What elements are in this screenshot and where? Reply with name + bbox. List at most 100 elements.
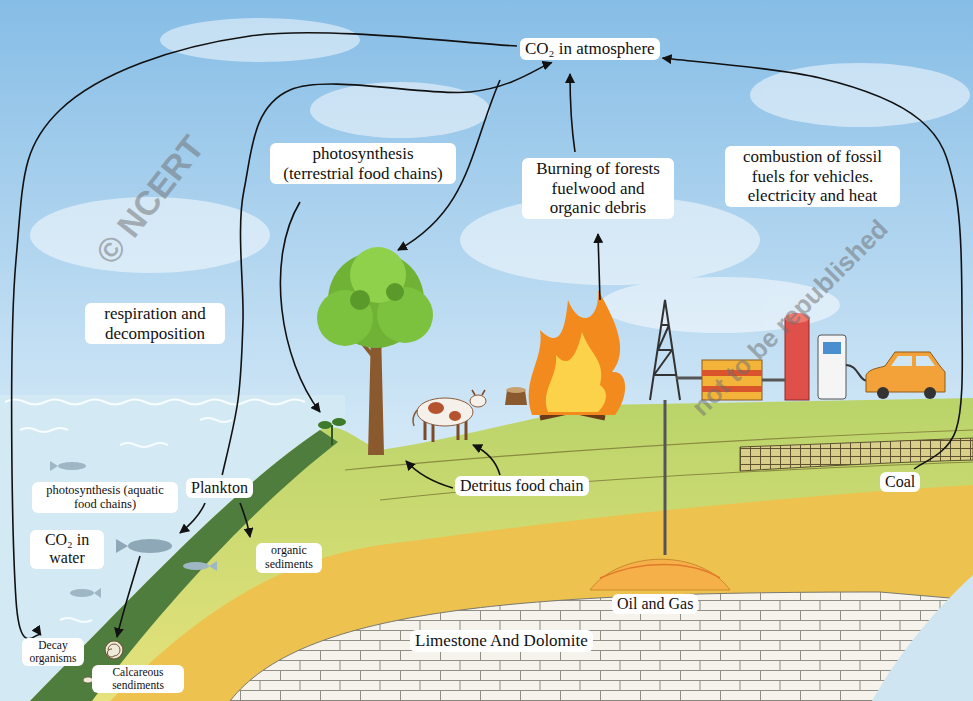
text-box: CO₂ in atmosphere bbox=[520, 38, 660, 60]
illustration-part bbox=[160, 18, 360, 62]
land bbox=[30, 398, 973, 701]
illustration-part bbox=[386, 283, 404, 301]
illustration-part bbox=[529, 290, 625, 415]
watermark: not to be republished bbox=[686, 214, 895, 423]
illustration-part bbox=[70, 589, 94, 597]
box-text: Coal bbox=[885, 473, 915, 491]
illustration-part bbox=[200, 418, 232, 422]
illustration-part bbox=[598, 234, 600, 300]
illustration-part bbox=[664, 400, 667, 555]
box-text: Detritus food chain bbox=[460, 477, 584, 495]
text-box: photosynthesis (aquatic food chains) bbox=[32, 482, 178, 513]
illustration-part bbox=[180, 503, 205, 533]
illustration-part bbox=[546, 332, 606, 412]
illustration-part bbox=[58, 462, 86, 470]
illustration-part bbox=[310, 82, 490, 138]
illustration-part bbox=[406, 461, 453, 488]
illustration-part bbox=[650, 300, 680, 400]
box-text: Limestone And Dolomite bbox=[415, 631, 588, 651]
illustration-part bbox=[240, 503, 250, 537]
text-box: Calcareous sendiments bbox=[92, 665, 184, 693]
illustration-part bbox=[428, 402, 444, 414]
illustration-part bbox=[506, 387, 526, 393]
flow-arrow bbox=[663, 58, 963, 469]
illustration-part bbox=[413, 410, 417, 426]
text-box: combustion of fossil fuels for vehicles.… bbox=[725, 146, 900, 207]
box-text: Burning of forests fuelwood and organic … bbox=[527, 159, 669, 218]
illustration-part bbox=[380, 462, 973, 500]
oil-gas-pocket bbox=[590, 559, 730, 590]
oil-gas-layer-line bbox=[600, 565, 720, 579]
cow bbox=[413, 390, 486, 442]
text-box: Coal bbox=[880, 472, 920, 492]
text-box: Limestone And Dolomite bbox=[410, 630, 593, 652]
illustration-part bbox=[750, 63, 970, 127]
box-text: Plankton bbox=[191, 479, 248, 497]
illustration-part bbox=[345, 430, 973, 470]
text-box: respiration and decomposition bbox=[85, 303, 225, 344]
watermark: © NCERT bbox=[88, 128, 212, 271]
flow-arrow bbox=[12, 33, 517, 639]
illustration-part bbox=[417, 398, 473, 426]
illustration-part bbox=[762, 379, 785, 382]
rock-layer-lines bbox=[345, 430, 973, 500]
illustration-part bbox=[350, 290, 370, 310]
text-box: Decay organisms bbox=[22, 638, 84, 666]
illustration-part bbox=[823, 342, 841, 354]
oil-derrick bbox=[650, 300, 702, 555]
text-box: Burning of forests fuelwood and organic … bbox=[522, 158, 674, 219]
illustration-part bbox=[473, 445, 500, 475]
box-text: CO₂ in water bbox=[35, 531, 99, 568]
illustration-part bbox=[877, 387, 889, 399]
illustration-part bbox=[280, 202, 320, 412]
box-text: respiration and decomposition bbox=[90, 304, 220, 343]
illustration-part bbox=[128, 539, 172, 553]
illustration-part bbox=[50, 461, 58, 471]
illustration-part bbox=[105, 641, 123, 659]
text-box: Detritus food chain bbox=[455, 476, 589, 496]
illustration-part bbox=[183, 562, 209, 570]
text-box: photosynthesis (terrestrial food chains) bbox=[270, 143, 456, 184]
box-text: Oil and Gas bbox=[617, 595, 693, 613]
illustration-part bbox=[107, 644, 120, 657]
illustration-part bbox=[818, 335, 846, 399]
box-text: photosynthesis (aquatic food chains) bbox=[37, 483, 173, 512]
text-box: CO₂ in water bbox=[30, 530, 104, 569]
illustration-part bbox=[891, 356, 935, 366]
illustration-part bbox=[120, 443, 168, 447]
seedling bbox=[318, 418, 346, 445]
box-text: combustion of fossil fuels for vehicles.… bbox=[730, 147, 895, 206]
box-text: Calcareous sendiments bbox=[97, 666, 179, 692]
text-box: Oil and Gas bbox=[612, 594, 698, 614]
illustration-part bbox=[332, 418, 346, 426]
flow-arrow bbox=[222, 63, 551, 476]
limestone-layer bbox=[230, 592, 973, 701]
tree bbox=[317, 247, 433, 455]
illustration-part bbox=[331, 425, 333, 445]
illustration-part bbox=[94, 588, 101, 598]
box-text: Decay organisms bbox=[27, 639, 79, 665]
box-text: organic sediments bbox=[261, 544, 317, 572]
illustration-part bbox=[449, 411, 461, 421]
illustration-part bbox=[676, 377, 702, 380]
text-box: Plankton bbox=[186, 478, 253, 498]
text-box: organic sediments bbox=[256, 543, 322, 573]
box-text: CO₂ in atmosphere bbox=[525, 39, 655, 59]
illustration-part bbox=[570, 74, 575, 152]
illustration-part bbox=[317, 290, 373, 346]
illustration-part bbox=[117, 556, 140, 637]
illustration-part bbox=[5, 400, 305, 405]
car bbox=[866, 352, 945, 399]
illustration-part bbox=[318, 421, 332, 429]
illustration-part bbox=[470, 395, 486, 407]
illustration-part bbox=[116, 539, 128, 553]
illustration-part bbox=[209, 561, 217, 571]
illustration-part bbox=[866, 352, 945, 392]
illustration-part bbox=[20, 428, 68, 432]
box-text: photosynthesis (terrestrial food chains) bbox=[275, 144, 451, 183]
illustration-part bbox=[60, 618, 92, 622]
